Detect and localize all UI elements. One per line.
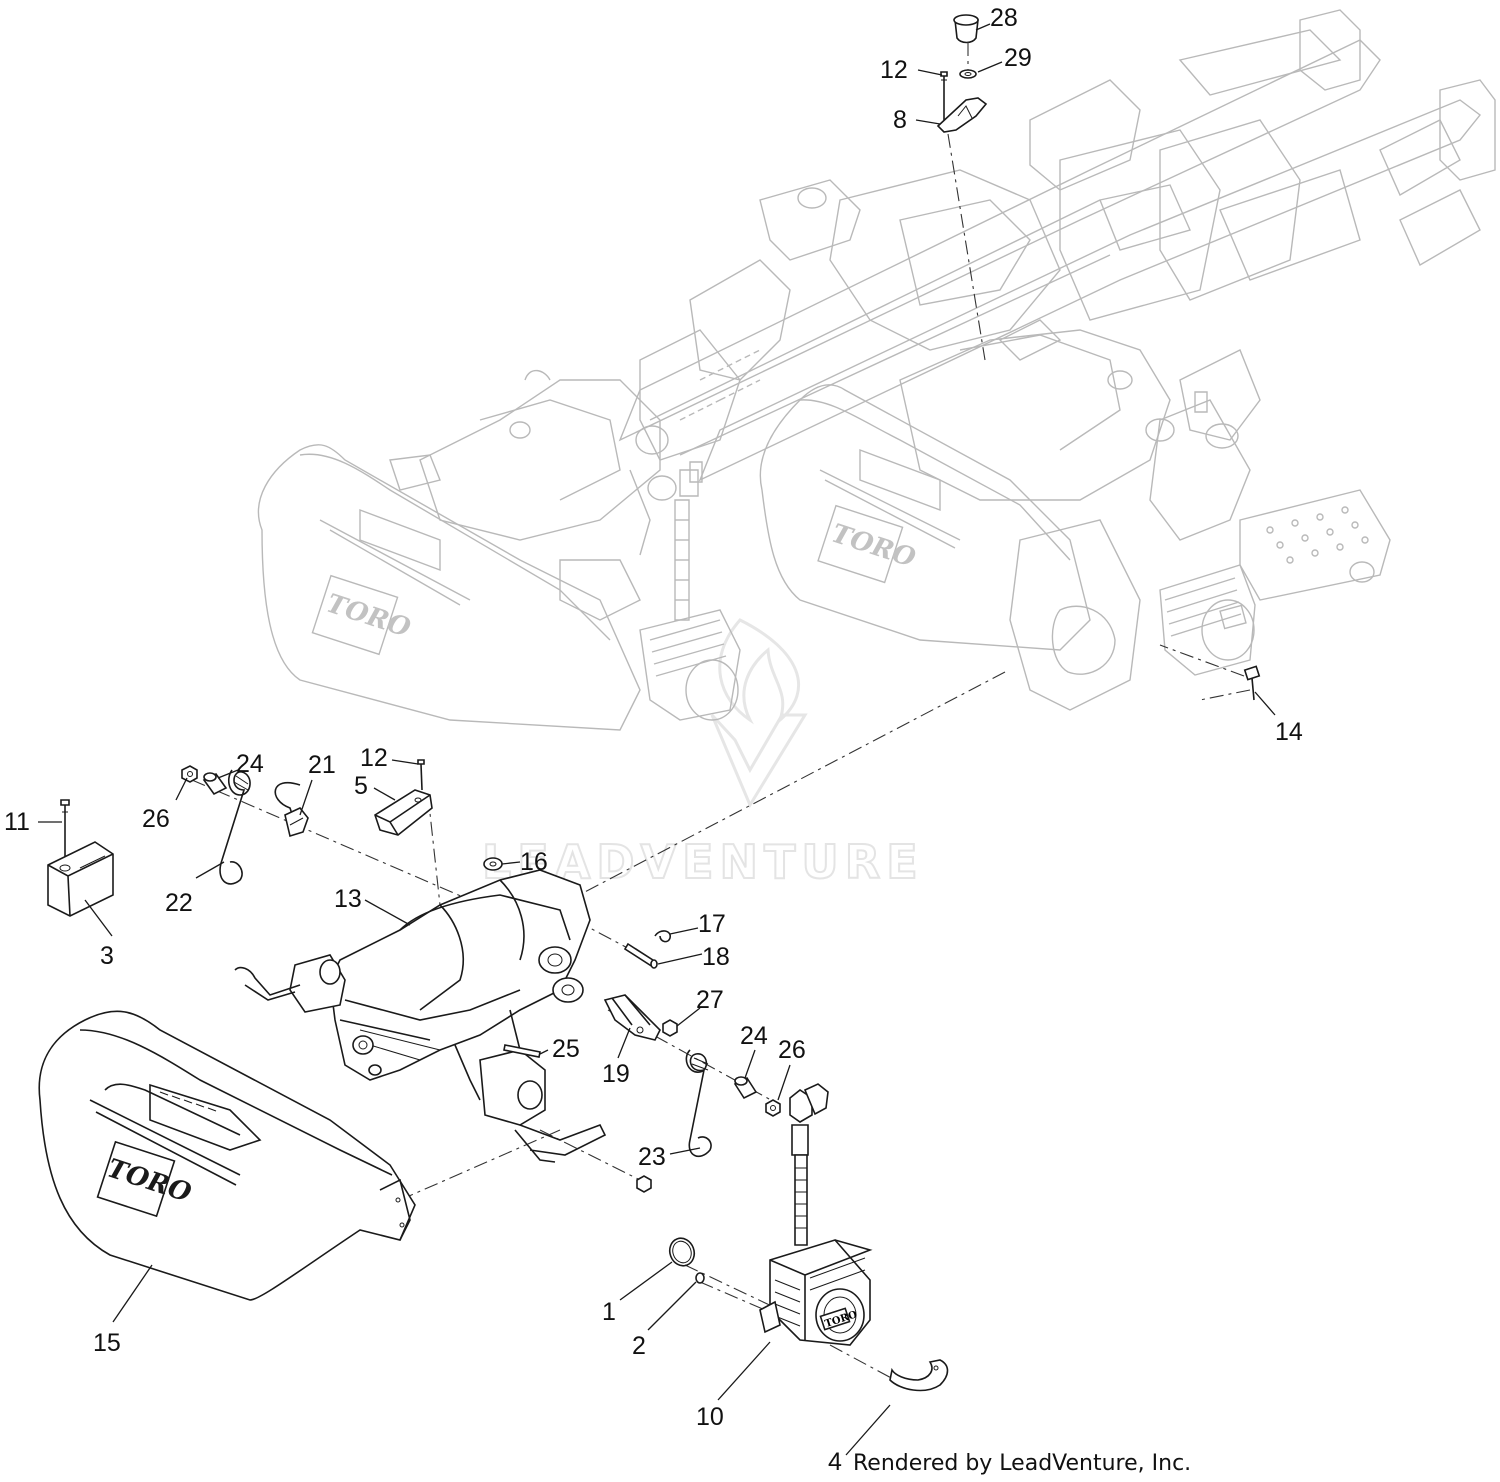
frame-assembly (620, 10, 1495, 710)
part-10-switch-unit: TORO (760, 1084, 870, 1345)
callout-1: 1 (602, 1298, 616, 1326)
callout-5: 5 (354, 772, 368, 800)
callout-17: 17 (698, 910, 726, 938)
part-18-pin (625, 944, 657, 968)
callout-15: 15 (93, 1329, 121, 1357)
callout-27: 27 (696, 986, 724, 1014)
callout-4: 4 (828, 1448, 842, 1476)
callout-18: 18 (702, 943, 730, 971)
leader-lines (38, 24, 1275, 1455)
alignment-axis-shield (830, 1345, 895, 1380)
part-25-pin (504, 1045, 540, 1057)
part-19-lever (605, 995, 660, 1040)
cushion-bolt (637, 1176, 651, 1192)
alignment-axis-cushion (400, 1130, 560, 1200)
part-26-nut-lower (766, 1100, 780, 1116)
callout-8: 8 (893, 106, 907, 134)
alignment-axis-pump (685, 1265, 780, 1310)
part-4-shield (890, 1360, 948, 1390)
callout-11: 11 (4, 808, 30, 836)
part-26-nut-upper (182, 766, 197, 782)
part-24-spacer-lower (735, 1077, 756, 1098)
callout-23: 23 (638, 1143, 666, 1171)
callout-12-upper: 12 (880, 56, 908, 84)
part-8-bracket (938, 98, 986, 132)
callout-10: 10 (696, 1403, 724, 1431)
part-27-bolt (663, 1020, 677, 1036)
callout-2: 2 (632, 1332, 646, 1360)
left-cushion-ghost: TORO (258, 371, 740, 730)
alignment-axis-springs (192, 780, 470, 900)
right-ghost-logo: TORO (828, 519, 920, 574)
watermark: LEADVENTURE (481, 620, 919, 890)
render-credit: Rendered by LeadVenture, Inc. (853, 1451, 1191, 1476)
callout-24-lower: 24 (740, 1022, 768, 1050)
right-cushion-ghost: TORO (760, 320, 1255, 675)
callout-22: 22 (165, 889, 193, 917)
part-24-spacer-upper (204, 773, 226, 794)
part-17-clip (655, 931, 670, 942)
alignment-axis-main (560, 672, 1005, 905)
callout-13: 13 (334, 885, 362, 913)
callout-3: 3 (100, 942, 114, 970)
part-5-bracket (375, 790, 432, 835)
alignment-axis-bolt (540, 1130, 640, 1180)
callout-26-lower: 26 (778, 1036, 806, 1064)
callout-16: 16 (520, 848, 548, 876)
callout-28: 28 (990, 4, 1018, 32)
part-23-spring (686, 1050, 711, 1156)
part-15-cushion: TORO (39, 1011, 415, 1300)
callout-26-upper: 26 (142, 805, 170, 833)
callout-12-lower: 12 (360, 744, 388, 772)
seat-switch-hardware (938, 15, 986, 360)
part-16-washer (484, 858, 502, 870)
part-1-o-ring (666, 1235, 698, 1270)
part-29-washer (960, 70, 976, 78)
part-14-bolt (1160, 645, 1259, 700)
callout-25: 25 (552, 1035, 580, 1063)
part-12-screw-lower (418, 760, 424, 790)
part-2-washer (696, 1273, 704, 1283)
callout-21: 21 (308, 751, 336, 779)
part-13-seat-base (235, 870, 605, 1162)
left-ghost-logo: TORO (323, 589, 415, 644)
part-3-bracket (48, 842, 113, 916)
alignment-axis-seatpost (428, 795, 440, 905)
callout-29: 29 (1004, 44, 1032, 72)
callout-14: 14 (1275, 718, 1303, 746)
callout-19: 19 (602, 1060, 630, 1088)
callout-24-upper: 24 (236, 750, 264, 778)
part-22-spring (220, 770, 250, 884)
part-21-clip (275, 783, 308, 836)
callout-labels: 28 29 12 8 14 24 21 12 5 11 26 16 22 13 … (4, 4, 1303, 1476)
